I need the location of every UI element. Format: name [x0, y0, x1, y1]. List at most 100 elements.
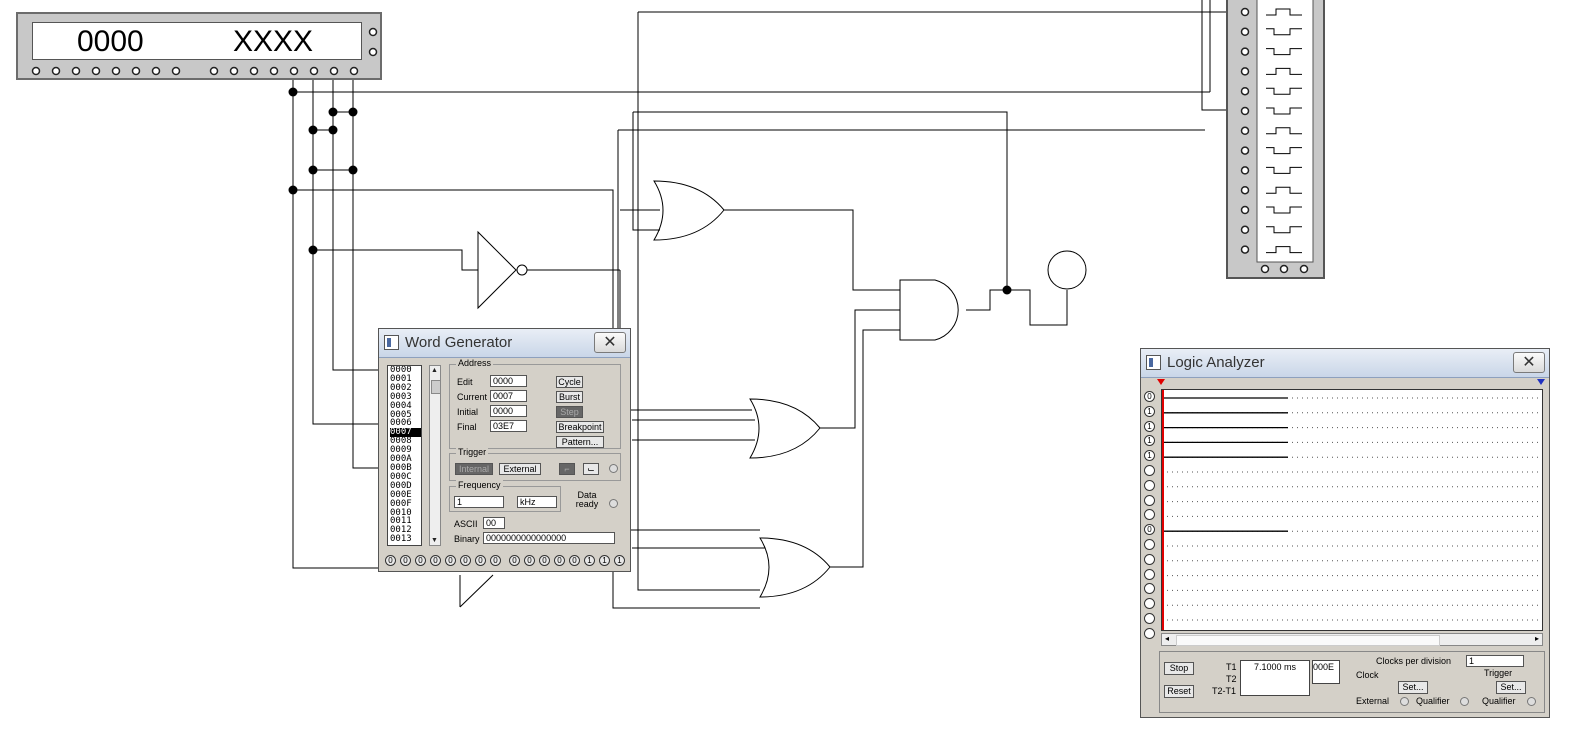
- value-readout: 000E: [1312, 660, 1340, 684]
- pattern-button[interactable]: Pattern...: [556, 436, 604, 448]
- scroll-down-icon[interactable]: ▼: [431, 537, 438, 544]
- output-pin: 0: [475, 555, 486, 566]
- breakpoint-button[interactable]: Breakpoint: [556, 421, 604, 433]
- stop-button[interactable]: Stop: [1164, 662, 1194, 675]
- display-scrollbar[interactable]: ◂ ▸: [1161, 633, 1543, 646]
- address-item[interactable]: 0006: [390, 418, 412, 429]
- trigger-set-button[interactable]: Set...: [1496, 681, 1526, 694]
- logic-analyzer-display[interactable]: [1161, 389, 1543, 636]
- frequency-unit-select[interactable]: kHz: [517, 496, 557, 508]
- hex-display-left-value: 0000: [77, 25, 144, 58]
- address-group-label: Address: [456, 358, 494, 368]
- strip-waveform-icon: [1266, 107, 1302, 115]
- channel-pin: 0: [1144, 524, 1155, 536]
- output-pin: 0: [385, 555, 396, 566]
- trigger-radio[interactable]: [609, 464, 618, 473]
- address-list-scrollbar[interactable]: ▲ ▼: [429, 365, 441, 546]
- address-item[interactable]: 0010: [390, 507, 412, 518]
- scroll-up-icon[interactable]: ▲: [431, 367, 438, 374]
- address-group: Address: [449, 358, 621, 449]
- external-label: External: [1356, 696, 1390, 706]
- clock-set-button[interactable]: Set...: [1398, 681, 1428, 694]
- channel-pin: [1144, 613, 1155, 624]
- clocks-per-division-input[interactable]: 1: [1466, 655, 1524, 667]
- channel-pin: [1144, 465, 1155, 476]
- address-item[interactable]: 0003: [390, 391, 412, 402]
- current-label: Current: [457, 392, 488, 402]
- strip-waveform-icon: [1266, 246, 1302, 254]
- falling-edge-icon[interactable]: ⌙: [583, 463, 599, 475]
- scrollbar-thumb[interactable]: [431, 380, 441, 394]
- address-item[interactable]: 0011: [390, 516, 412, 527]
- address-item[interactable]: 000F: [390, 498, 412, 509]
- address-item[interactable]: 0000: [390, 365, 412, 375]
- logic-analyzer-close-button[interactable]: ✕: [1513, 352, 1545, 373]
- t2-label: T2: [1226, 674, 1237, 684]
- logic-analyzer-titlebar[interactable]: Logic Analyzer ✕: [1141, 349, 1549, 378]
- final-field[interactable]: 03E7: [490, 420, 527, 432]
- address-item[interactable]: 000B: [390, 462, 412, 473]
- hex-display: 0000 XXXX: [16, 12, 382, 80]
- current-field[interactable]: 0007: [490, 390, 527, 402]
- address-item[interactable]: 0005: [390, 409, 412, 420]
- ascii-label: ASCII: [454, 519, 478, 529]
- external-radio[interactable]: [1400, 697, 1409, 706]
- output-pin: 0: [460, 555, 471, 566]
- clock-label: Clock: [1356, 670, 1379, 680]
- address-item[interactable]: 0012: [390, 525, 412, 536]
- reset-button[interactable]: Reset: [1164, 685, 1194, 698]
- cursor-markers: [1157, 379, 1545, 385]
- address-item[interactable]: 000D: [390, 480, 412, 491]
- edit-field[interactable]: 0000: [490, 375, 527, 387]
- trigger-qualifier-radio[interactable]: [1527, 697, 1536, 706]
- clock-qualifier-radio[interactable]: [1460, 697, 1469, 706]
- output-pin: 0: [430, 555, 441, 566]
- output-pin: 0: [524, 555, 535, 566]
- frequency-group-label: Frequency: [456, 480, 503, 490]
- internal-button[interactable]: Internal: [455, 463, 493, 475]
- scrollbar-thumb[interactable]: [1176, 635, 1440, 646]
- external-button[interactable]: External: [499, 463, 541, 475]
- step-button[interactable]: Step: [556, 406, 583, 418]
- scroll-left-icon[interactable]: ◂: [1165, 634, 1170, 643]
- output-pin: 0: [400, 555, 411, 566]
- edit-label: Edit: [457, 377, 473, 387]
- strip-pin: [1240, 205, 1250, 215]
- cycle-button[interactable]: Cycle: [556, 376, 583, 388]
- strip-pin: [1240, 245, 1250, 254]
- rising-edge-icon[interactable]: ⌐: [559, 463, 575, 475]
- strip-waveform-icon: [1266, 127, 1302, 135]
- address-item[interactable]: 0004: [390, 400, 412, 411]
- strip-waveform-icon: [1266, 186, 1302, 194]
- output-pin: 1: [614, 555, 625, 566]
- address-item[interactable]: 0007: [390, 428, 421, 438]
- address-item[interactable]: 000A: [390, 454, 412, 465]
- frequency-input[interactable]: 1: [454, 496, 504, 508]
- t1-label: T1: [1226, 662, 1237, 672]
- ascii-field[interactable]: 00: [483, 517, 505, 529]
- logic-analyzer-title: Logic Analyzer: [1167, 354, 1265, 371]
- word-generator-close-button[interactable]: ✕: [594, 332, 626, 353]
- word-generator-titlebar[interactable]: Word Generator ✕: [379, 329, 630, 358]
- address-item[interactable]: 000E: [390, 489, 412, 500]
- channel-pin: [1144, 509, 1155, 521]
- address-item[interactable]: 0013: [390, 534, 412, 545]
- strip-pin: [1240, 7, 1250, 17]
- burst-button[interactable]: Burst: [556, 391, 583, 403]
- data-ready-indicator: [609, 499, 618, 508]
- address-item[interactable]: 0002: [390, 382, 412, 393]
- data-ready-label: Data ready: [575, 490, 599, 509]
- strip-pin: [1240, 27, 1250, 37]
- address-item[interactable]: 0008: [390, 436, 412, 447]
- address-item[interactable]: 0001: [390, 373, 412, 384]
- address-item[interactable]: 0009: [390, 445, 412, 456]
- binary-field[interactable]: 0000000000000000: [483, 532, 615, 544]
- scroll-right-icon[interactable]: ▸: [1534, 634, 1539, 643]
- address-item[interactable]: 000C: [390, 471, 412, 482]
- initial-field[interactable]: 0000: [490, 405, 527, 417]
